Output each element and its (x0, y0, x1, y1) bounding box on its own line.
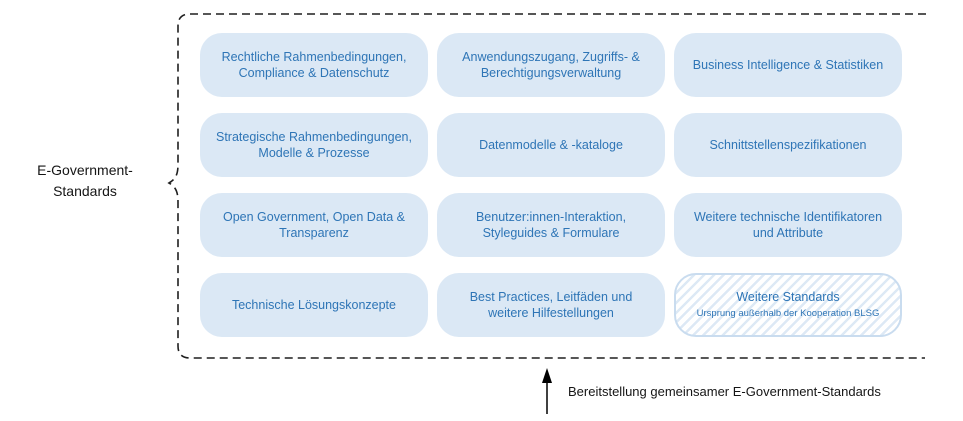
box-sublabel: Ursprung außerhalb der Kooperation BLSG (696, 307, 880, 319)
box-label: Open Government, Open Data & Transparenz (222, 209, 406, 241)
box-label: Best Practices, Leitfäden und weitere Hi… (469, 289, 633, 321)
standards-box-best-practices: Best Practices, Leitfäden und weitere Hi… (437, 273, 665, 337)
standards-box-weitere-standards: Weitere Standards Ursprung außerhalb der… (674, 273, 902, 337)
standards-box-business-intelligence: Business Intelligence & Statistiken (674, 33, 902, 97)
box-label: Business Intelligence & Statistiken (692, 57, 884, 72)
standards-box-open-government: Open Government, Open Data & Transparenz (200, 193, 428, 257)
box-label: Weitere Standards (736, 290, 840, 305)
standards-box-benutzer-interaktion: Benutzer:innen-Interaktion, Styleguides … (437, 193, 665, 257)
left-brace-label: E-Government- Standards (37, 162, 133, 199)
box-label: Schnittstellenspezifikationen (709, 137, 867, 152)
standards-box-anwendungszugang: Anwendungszugang, Zugriffs- & Berechtigu… (437, 33, 665, 97)
box-label: Rechtliche Rahmenbedingungen, Compliance… (221, 49, 407, 81)
box-label: Weitere technische Identifikatoren und A… (693, 209, 883, 241)
standards-box-weitere-identifikatoren: Weitere technische Identifikatoren und A… (674, 193, 902, 257)
dashed-boundary (167, 13, 926, 359)
standards-box-schnittstellenspezifikationen: Schnittstellenspezifikationen (674, 113, 902, 177)
standards-box-strategische-rahmenbedingungen: Strategische Rahmenbedingungen, Modelle … (200, 113, 428, 177)
box-label: Technische Lösungskonzepte (231, 297, 396, 312)
standards-box-technische-loesungskonzepte: Technische Lösungskonzepte (200, 273, 428, 337)
box-label: Strategische Rahmenbedingungen, Modelle … (216, 129, 412, 161)
box-label: Anwendungszugang, Zugriffs- & Berechtigu… (462, 49, 640, 81)
up-arrow-head (542, 368, 552, 383)
box-label: Benutzer:innen-Interaktion, Styleguides … (475, 209, 627, 241)
standards-box-rechtliche-rahmenbedingungen: Rechtliche Rahmenbedingungen, Compliance… (200, 33, 428, 97)
box-label: Datenmodelle & -kataloge (479, 137, 623, 152)
standards-box-datenmodelle: Datenmodelle & -kataloge (437, 113, 665, 177)
bottom-arrow-caption: Bereitstellung gemeinsamer E-Government-… (568, 384, 881, 399)
standards-grid: Rechtliche Rahmenbedingungen, Compliance… (200, 33, 902, 337)
